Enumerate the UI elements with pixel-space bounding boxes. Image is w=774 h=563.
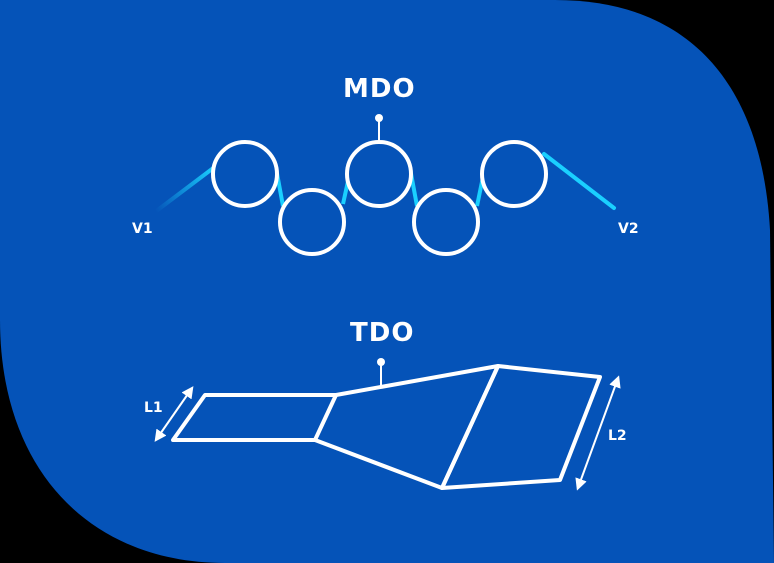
tdo-exit-section: [440, 364, 602, 490]
mdo-roller: [345, 140, 413, 208]
mdo-film-in: [153, 164, 218, 214]
tdo-width-arrow-l1: [154, 386, 194, 442]
mdo-roller: [278, 188, 346, 256]
tdo-width-arrow-l2: [575, 375, 621, 491]
tdo-title: TDO: [350, 318, 415, 348]
mdo-title: MDO: [343, 74, 416, 104]
tdo-label-l1: L1: [144, 400, 163, 416]
mdo-roller: [211, 140, 279, 208]
mdo-film-out: [542, 152, 616, 210]
mdo-roller: [412, 188, 480, 256]
mdo-label-v1: V1: [132, 221, 153, 237]
mdo-roller-diagram: [153, 114, 616, 256]
tdo-leader-dot: [377, 358, 385, 366]
mdo-leader-dot: [375, 114, 383, 122]
mdo-label-v2: V2: [618, 221, 639, 237]
mdo-roller: [480, 140, 548, 208]
tdo-label-l2: L2: [608, 428, 627, 444]
